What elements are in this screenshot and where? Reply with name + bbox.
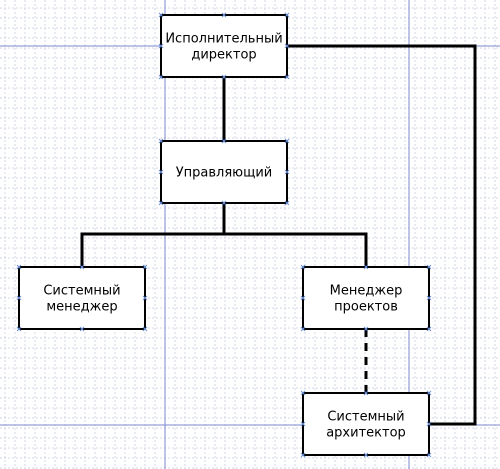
connector-executive-director-to-system-architect[interactable] [287, 44, 477, 426]
connection-handle-icon[interactable] [284, 138, 290, 144]
connection-handle-icon[interactable] [284, 12, 290, 18]
node-label: архитектор [326, 426, 406, 441]
connection-handle-icon[interactable] [300, 326, 306, 332]
connection-handle-icon[interactable] [426, 326, 432, 332]
node-label: Системный [327, 410, 404, 425]
connection-handle-icon[interactable] [426, 390, 432, 396]
connection-handle-icon[interactable] [79, 264, 85, 270]
connection-handle-icon[interactable] [363, 390, 369, 396]
connection-handle-icon[interactable] [300, 390, 306, 396]
connection-handle-icon[interactable] [158, 74, 164, 80]
connection-handle-icon[interactable] [300, 264, 306, 270]
connection-handle-icon[interactable] [221, 200, 227, 206]
connection-handle-icon[interactable] [221, 138, 227, 144]
connection-handle-icon[interactable] [16, 264, 22, 270]
connection-handle-icon[interactable] [300, 452, 306, 458]
node-label: Исполнительный [165, 32, 282, 47]
connection-handle-icon[interactable] [142, 264, 148, 270]
connection-handle-icon[interactable] [300, 295, 306, 301]
connection-handle-icon[interactable] [363, 264, 369, 270]
connector-layer [80, 44, 477, 426]
connection-handle-icon[interactable] [142, 326, 148, 332]
node-label: Управляющий [176, 166, 273, 181]
connection-handle-icon[interactable] [79, 326, 85, 332]
connection-handle-icon[interactable] [363, 452, 369, 458]
connector-manager-to-system-manager[interactable] [80, 203, 226, 267]
connection-handle-icon[interactable] [284, 43, 290, 49]
connection-handle-icon[interactable] [426, 421, 432, 427]
connection-handle-icon[interactable] [284, 74, 290, 80]
node-label: менеджер [46, 300, 117, 315]
node-layer: ИсполнительныйдиректорУправляющийСистемн… [16, 12, 432, 458]
node-label: проектов [334, 300, 398, 315]
connection-handle-icon[interactable] [426, 452, 432, 458]
connection-handle-icon[interactable] [16, 295, 22, 301]
node-label: директор [191, 48, 256, 63]
connection-handle-icon[interactable] [221, 12, 227, 18]
node-label: Системный [43, 284, 120, 299]
connection-handle-icon[interactable] [158, 169, 164, 175]
connector-manager-to-project-manager[interactable] [224, 232, 368, 267]
connection-handle-icon[interactable] [158, 12, 164, 18]
connection-handle-icon[interactable] [300, 421, 306, 427]
connection-handle-icon[interactable] [363, 326, 369, 332]
connection-handle-icon[interactable] [142, 295, 148, 301]
connection-handle-icon[interactable] [158, 43, 164, 49]
node-manager[interactable]: Управляющий [158, 138, 290, 206]
node-label: Менеджер [330, 284, 403, 299]
connection-handle-icon[interactable] [221, 74, 227, 80]
connection-handle-icon[interactable] [284, 200, 290, 206]
connection-handle-icon[interactable] [426, 264, 432, 270]
connection-handle-icon[interactable] [426, 295, 432, 301]
connection-handle-icon[interactable] [158, 200, 164, 206]
connection-handle-icon[interactable] [16, 326, 22, 332]
connection-handle-icon[interactable] [158, 138, 164, 144]
connection-handle-icon[interactable] [284, 169, 290, 175]
